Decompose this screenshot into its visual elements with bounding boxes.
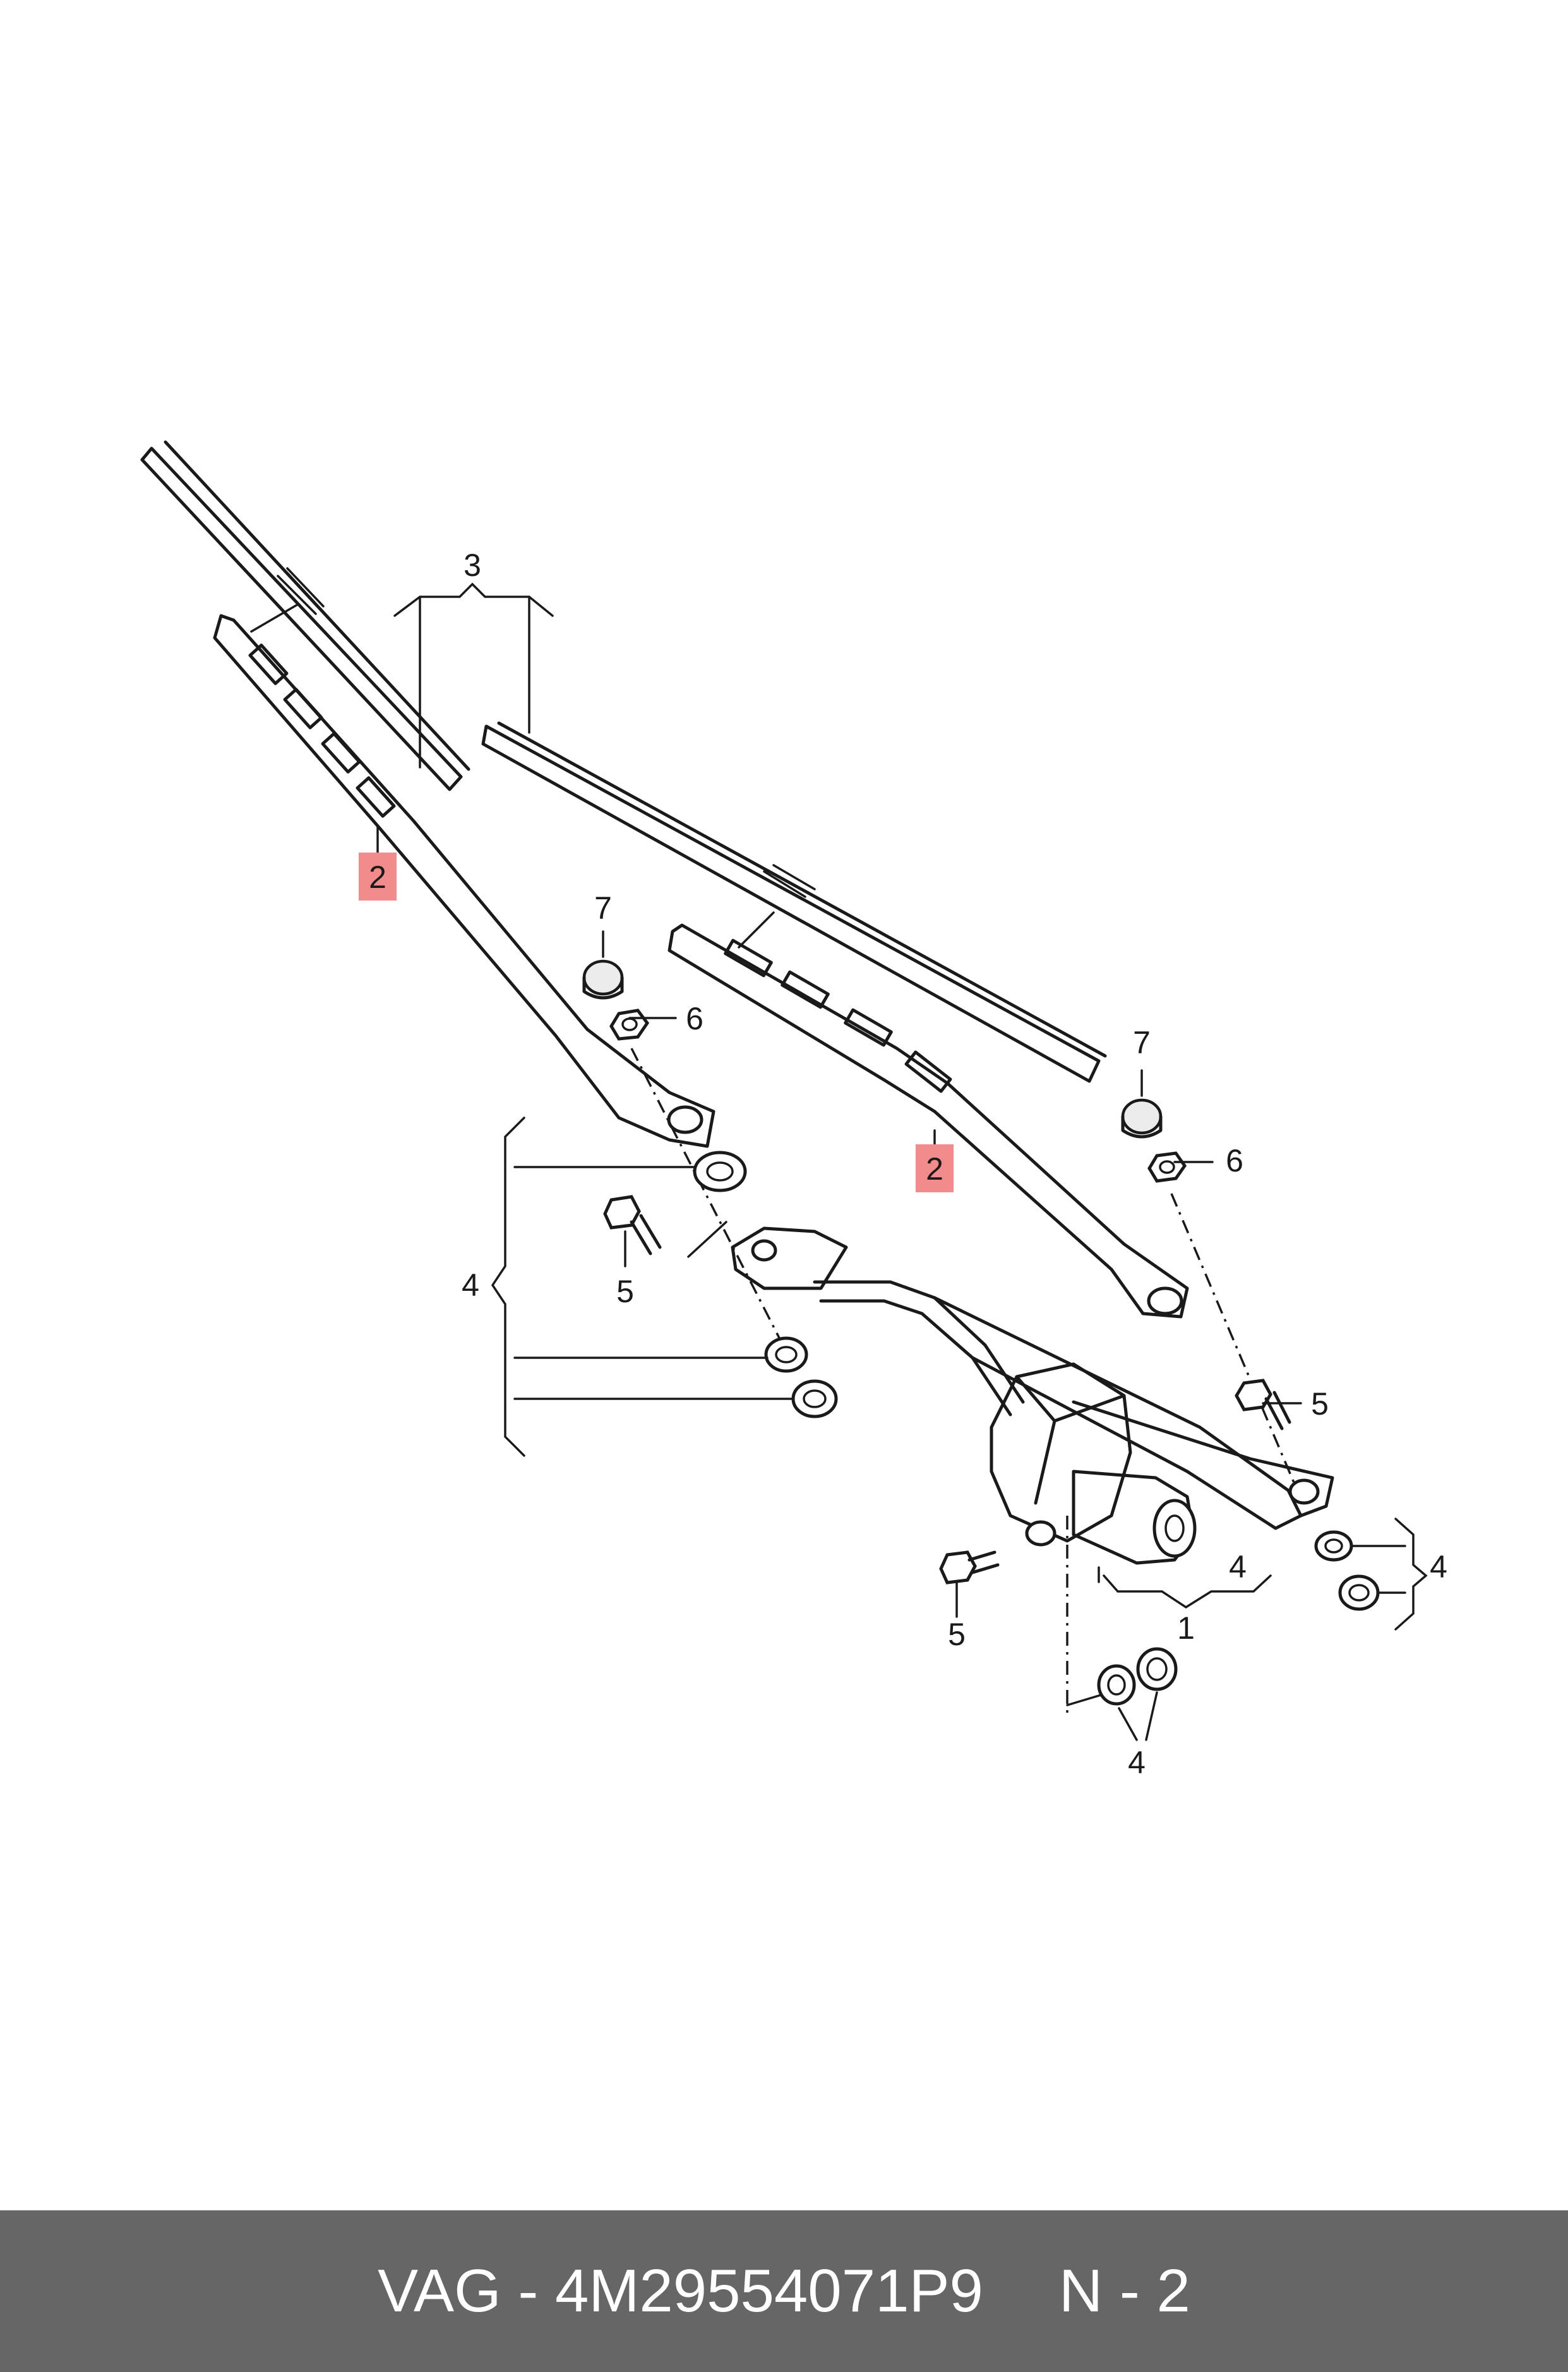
cap-right — [1121, 1098, 1163, 1139]
callout-repair-kit-right: 4 — [1430, 1549, 1447, 1584]
callout-wiper-arm-left: 2 — [369, 860, 386, 895]
bolt-right — [1235, 1379, 1291, 1430]
bushing-left-low — [791, 1379, 838, 1418]
callout-nut-right: 6 — [1226, 1143, 1243, 1178]
bracket-4-motor — [1118, 1691, 1158, 1741]
bushing-left-mid — [764, 1336, 808, 1373]
callout-bolt-right: 5 — [1311, 1386, 1329, 1422]
callout-wiper-linkage: 1 — [1177, 1610, 1195, 1646]
cap-left — [582, 959, 624, 1000]
callout-nut-left: 6 — [686, 1001, 703, 1036]
bolt-left — [603, 1195, 662, 1255]
callout-bolt-left: 5 — [616, 1274, 634, 1309]
callout-repair-kit-left: 4 — [462, 1267, 479, 1303]
wiper-arm-left — [213, 604, 715, 1148]
part-number-footer: VAG - 4M29554071P9 N - 2 — [0, 2210, 1568, 2372]
bracket-4-right — [1350, 1518, 1428, 1631]
callout-wiper-arm-right: 2 — [926, 1151, 943, 1187]
bushing-motor-2 — [1136, 1647, 1178, 1691]
axis-right — [1170, 1193, 1296, 1485]
callout-cap-left: 7 — [594, 890, 612, 926]
axis-left — [630, 1048, 791, 1358]
highlight-box-right — [916, 1144, 954, 1192]
callout-repair-kit-motor-right: 4 — [1229, 1549, 1247, 1584]
bushing-left-top — [693, 1151, 747, 1192]
bushing-right-2 — [1338, 1574, 1380, 1611]
bushing-right-1 — [1314, 1530, 1353, 1562]
callout-repair-kit-motor-bottom: 4 — [1128, 1745, 1146, 1780]
callout-bolt-motor: 5 — [948, 1617, 966, 1652]
parts-diagram: 2 2 3 4 4 4 4 1 5 5 5 6 6 7 7 — [140, 440, 1447, 1780]
callout-cap-right: 7 — [1133, 1025, 1151, 1060]
wiper-blade-right — [481, 721, 1107, 1083]
wiper-linkage — [731, 1226, 1334, 1530]
bolt-motor — [939, 1550, 1000, 1584]
bushing-motor-1 — [1097, 1664, 1136, 1706]
part-number: VAG - 4M29554071P9 — [378, 2257, 983, 2325]
highlight-box-left — [359, 853, 397, 901]
nut-left — [609, 1009, 650, 1041]
callout-wiper-blade-set: 3 — [464, 548, 481, 583]
wiper-motor — [990, 1362, 1197, 1565]
wiper-blade-left — [140, 440, 470, 791]
bracket-3 — [393, 582, 554, 769]
nut-right — [1147, 1151, 1187, 1183]
bracket-4-left — [491, 1117, 794, 1457]
wiper-arm-right — [667, 911, 1189, 1319]
bracket-1 — [1098, 1566, 1272, 1609]
page-number: N - 2 — [1058, 2257, 1190, 2325]
